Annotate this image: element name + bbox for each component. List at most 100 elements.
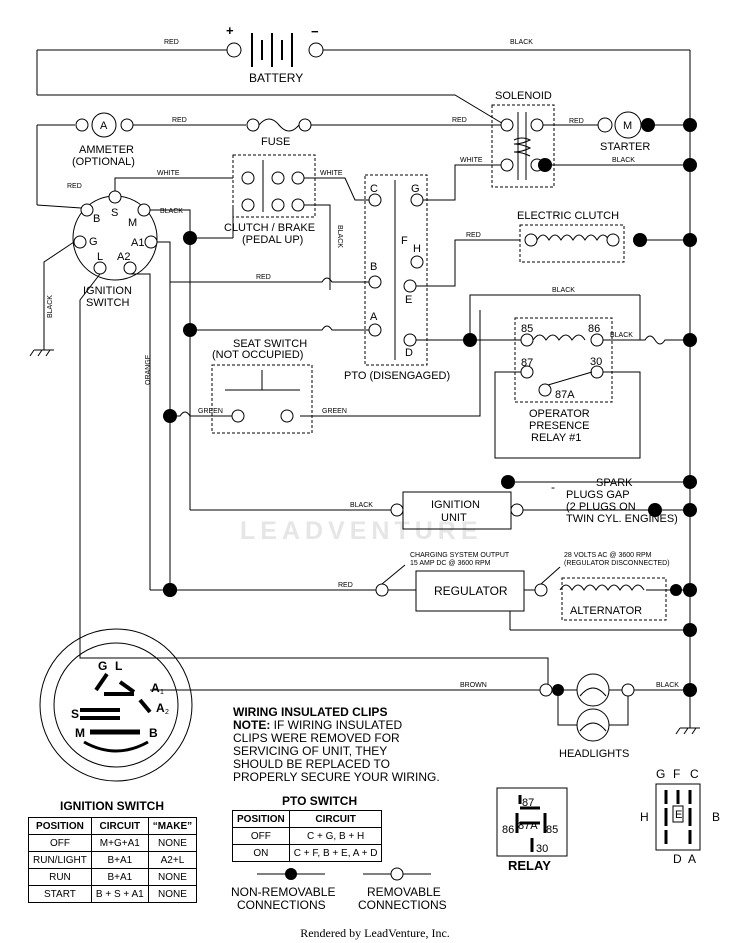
ammeter: A AMMETER (OPTIONAL) [36, 112, 135, 205]
svg-text:M: M [75, 726, 85, 740]
ignition-table-cell: RUN/LIGHT [28, 851, 92, 869]
svg-text:A1: A1 [131, 237, 144, 249]
svg-text:BLACK: BLACK [552, 287, 575, 294]
svg-text:B: B [149, 726, 158, 740]
ignition-table-header-cell: CIRCUIT [90, 817, 149, 835]
svg-text:RED: RED [256, 274, 271, 281]
ignition-table-cell: NONE [147, 834, 198, 852]
pto-table-cell: C + F, B + E, A + D [288, 844, 383, 862]
operator-presence-relay: 85 86 87 30 87A OPERATOR PRESENCE RELAY … [514, 317, 613, 444]
svg-text:30: 30 [590, 356, 602, 368]
svg-text:A: A [370, 311, 378, 323]
svg-text:87: 87 [522, 797, 534, 809]
svg-text:L: L [97, 251, 103, 263]
svg-text:BROWN: BROWN [460, 682, 487, 689]
svg-text:BLACK: BLACK [510, 39, 533, 46]
svg-text:RED: RED [452, 117, 467, 124]
svg-text:G: G [411, 183, 420, 195]
starter-label: STARTER [600, 141, 650, 153]
regulator: RED REGULATOR CHARGING SYSTEM OUTPUT 15 … [150, 552, 697, 637]
connection-legend: NON-REMOVABLE CONNECTIONS REMOVABLE CONN… [231, 867, 447, 912]
watermark: LEADVENTURE [240, 517, 483, 545]
svg-text:G: G [98, 659, 107, 673]
ignition-table-cell: B + S + A1 [90, 885, 149, 903]
svg-text:85: 85 [546, 824, 558, 836]
svg-text:RED: RED [466, 232, 481, 239]
ignition-table-header-cell: POSITION [28, 817, 92, 835]
solenoid: SOLENOID [491, 90, 555, 188]
svg-text:BLACK: BLACK [47, 295, 54, 318]
svg-text:ELECTRIC CLUTCH: ELECTRIC CLUTCH [517, 210, 619, 222]
svg-text:87A: 87A [518, 820, 538, 832]
clips-note-title: WIRING INSULATED CLIPS [233, 705, 388, 719]
seat-switch: SEAT SWITCH (NOT OCCUPIED) [211, 338, 313, 434]
svg-text:S: S [71, 707, 79, 721]
svg-text:RED: RED [164, 39, 179, 46]
svg-text:H: H [413, 243, 421, 255]
svg-text:(2 PLUGS ON: (2 PLUGS ON [566, 501, 636, 513]
ignition-switch-schematic: B S M G L A1 A2 IGNITION SWITCH [72, 190, 158, 309]
pto-switch-schematic: C G F H B E A D PTO (DISENGAGED) [344, 174, 450, 382]
svg-text:RED: RED [569, 118, 584, 125]
svg-text:CONNECTIONS: CONNECTIONS [358, 898, 447, 912]
ignition-table-cell: B+A1 [90, 851, 149, 869]
svg-text:TWIN CYL. ENGINES): TWIN CYL. ENGINES) [566, 513, 678, 525]
svg-text:REMOVABLE: REMOVABLE [367, 885, 441, 899]
ignition-table-cell: M+G+A1 [90, 834, 149, 852]
svg-text:C: C [370, 183, 378, 195]
svg-text:B: B [93, 213, 100, 225]
svg-text:REGULATOR: REGULATOR [434, 584, 508, 598]
clutch-brake: CLUTCH / BRAKE (PEDAL UP) [224, 154, 316, 246]
svg-text:A: A [151, 681, 160, 695]
svg-text:PTO (DISENGAGED): PTO (DISENGAGED) [344, 370, 450, 382]
svg-text:85: 85 [521, 323, 533, 335]
svg-text:D: D [673, 852, 682, 866]
svg-text:-: - [551, 480, 555, 494]
svg-text:87: 87 [521, 357, 533, 369]
headlights: BROWN BLACK HEADLIGHTS [150, 673, 700, 760]
svg-text:BLACK: BLACK [350, 502, 373, 509]
solenoid-label: SOLENOID [495, 90, 552, 102]
svg-text:BLACK: BLACK [610, 332, 633, 339]
svg-text:SWITCH: SWITCH [86, 297, 129, 309]
svg-text:G: G [656, 767, 665, 781]
svg-text:CLUTCH / BRAKE: CLUTCH / BRAKE [224, 222, 315, 234]
svg-text:30: 30 [536, 843, 548, 855]
svg-text:IGNITION: IGNITION [431, 499, 480, 511]
svg-text:WHITE: WHITE [460, 157, 483, 164]
svg-text:SPARK: SPARK [596, 477, 633, 489]
ignition-table-cell: A2+L [147, 851, 198, 869]
relay-pinout: 87 87A 86 85 30 RELAY [496, 787, 568, 873]
svg-text:M: M [128, 217, 137, 229]
ignition-table-cell: NONE [147, 868, 198, 886]
starter: M STARTER RED [543, 111, 697, 153]
svg-text:SEAT SWITCH: SEAT SWITCH [233, 338, 307, 350]
pto-pinout: E G F C H B D A [640, 767, 720, 866]
svg-text:PLUGS GAP: PLUGS GAP [566, 489, 630, 501]
svg-text:H: H [640, 810, 649, 824]
svg-text:S: S [111, 207, 118, 219]
ignition-table-cell: B+A1 [90, 868, 149, 886]
pto-table-cell: C + G, B + H [288, 827, 383, 845]
svg-text:RELAY #1: RELAY #1 [531, 432, 581, 444]
svg-text:HEADLIGHTS: HEADLIGHTS [559, 748, 629, 760]
svg-text:CHARGING SYSTEM OUTPUT: CHARGING SYSTEM OUTPUT [410, 552, 510, 559]
svg-text:28 VOLTS AC @ 3600 RPM: 28 VOLTS AC @ 3600 RPM [564, 552, 652, 559]
svg-text:RELAY: RELAY [508, 858, 551, 873]
svg-text:(PEDAL UP): (PEDAL UP) [242, 234, 303, 246]
svg-text:A2: A2 [117, 251, 130, 263]
pto-table-cell: OFF [232, 827, 290, 845]
ignition-table-cell: RUN [28, 868, 92, 886]
pto-table-header-cell: POSITION [232, 810, 290, 828]
svg-text:86: 86 [588, 323, 600, 335]
svg-text:A: A [156, 701, 165, 715]
svg-text:AMMETER: AMMETER [79, 144, 134, 156]
